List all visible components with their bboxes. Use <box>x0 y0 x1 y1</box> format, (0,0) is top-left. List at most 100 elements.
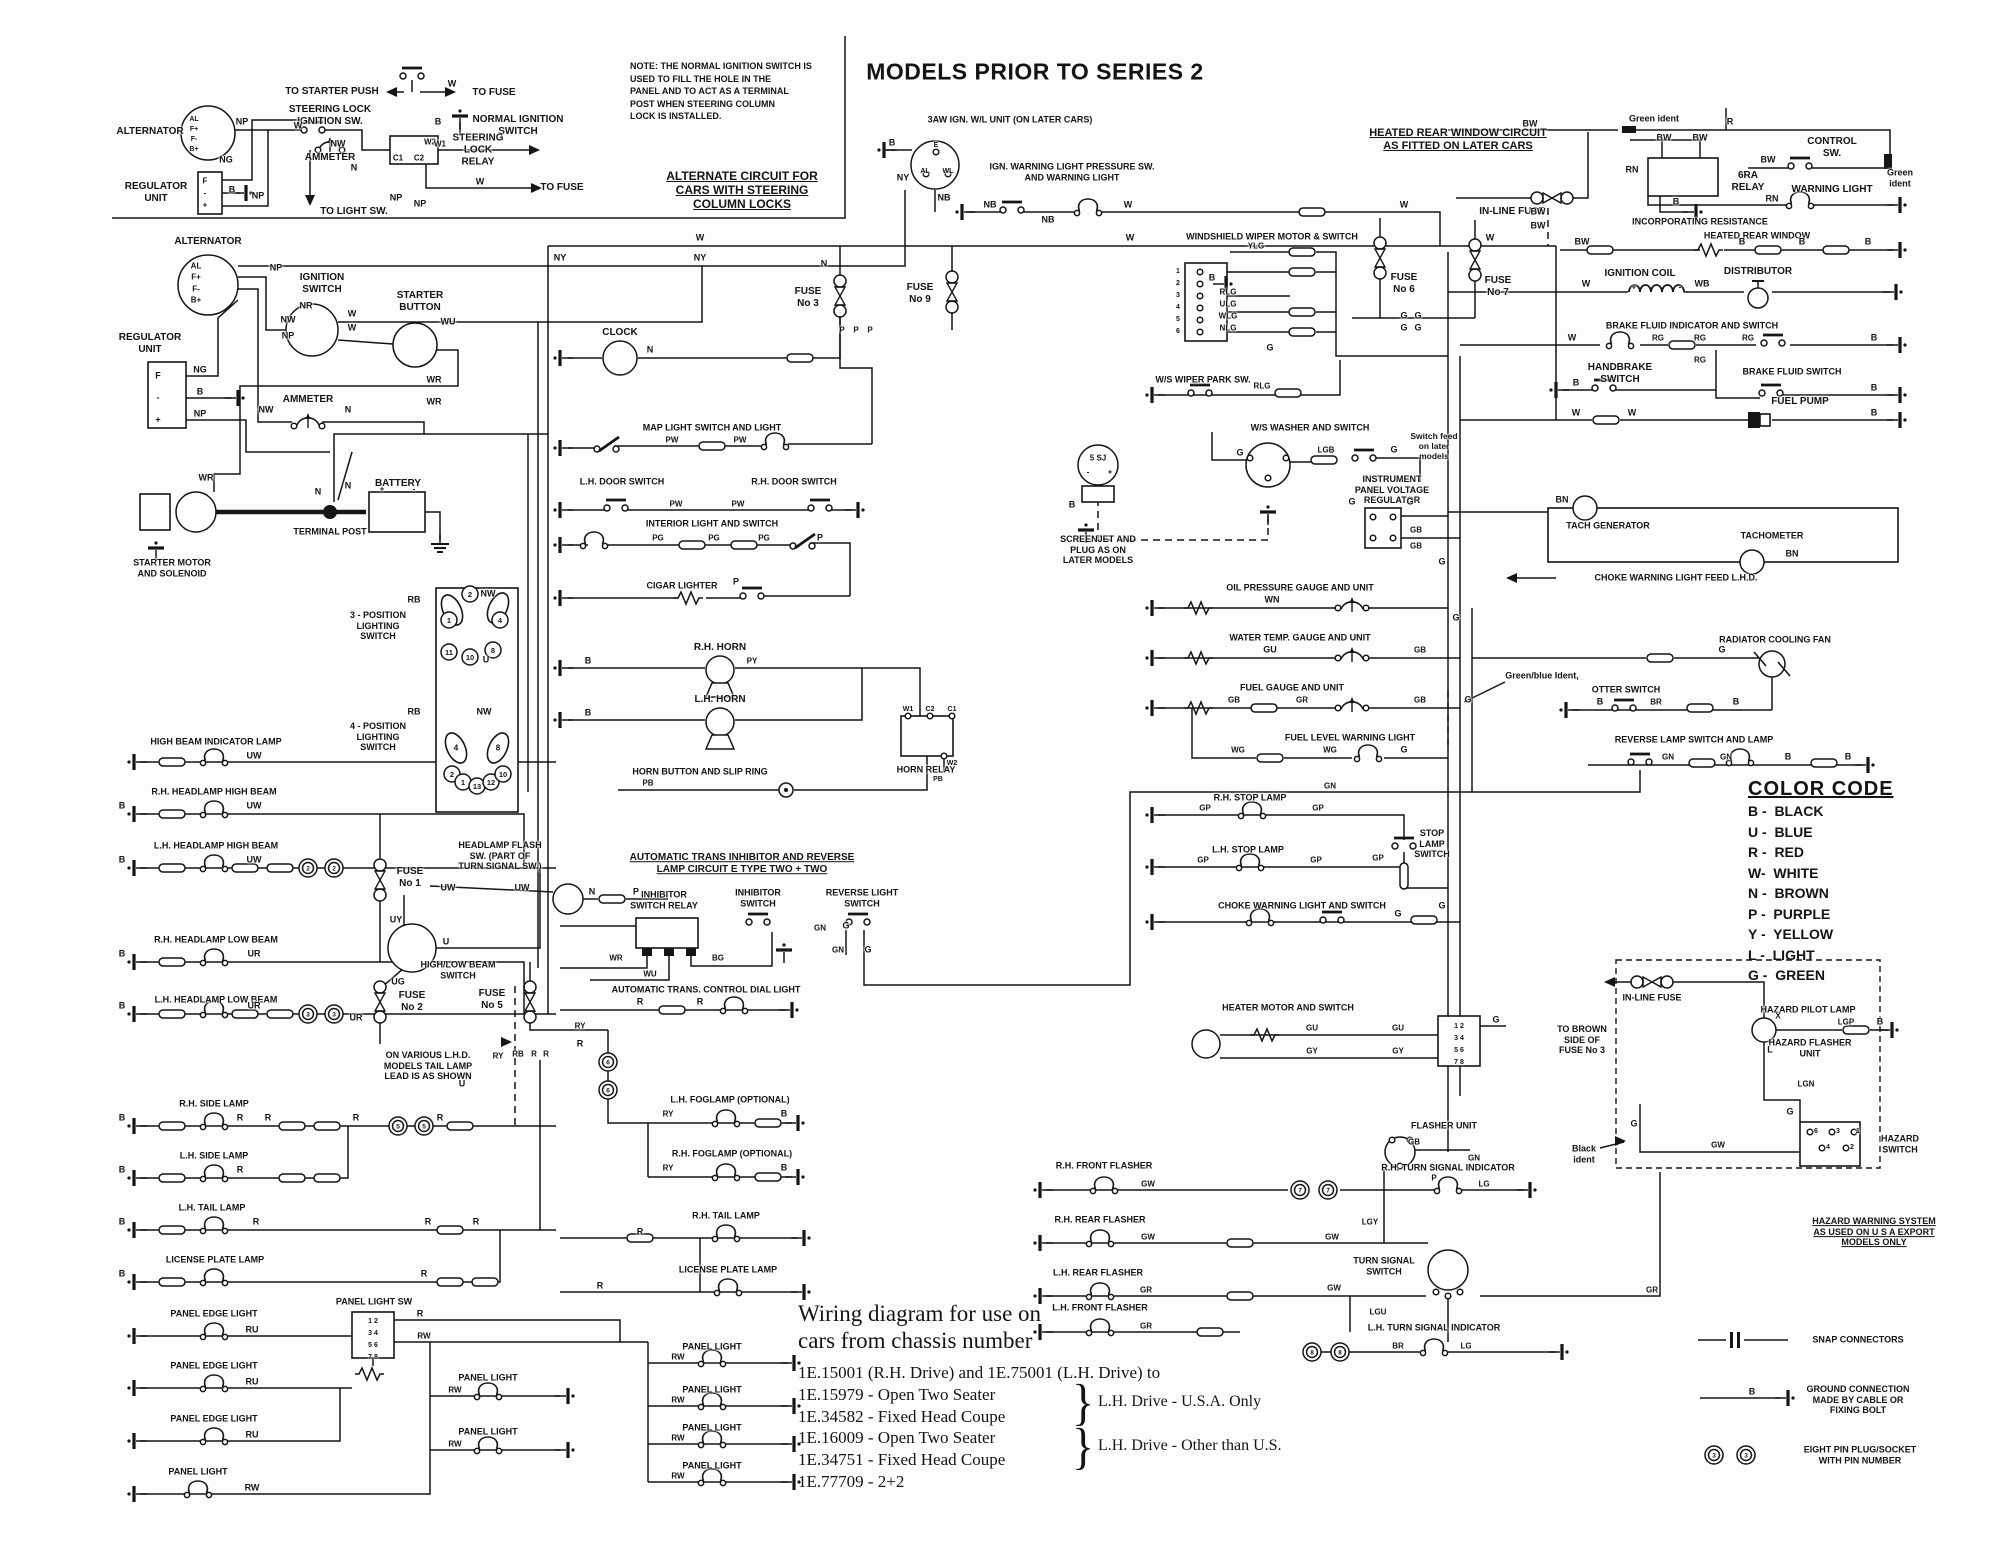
rh-foglamp: R.H. FOGLAMP (OPTIONAL) <box>671 1148 793 1159</box>
sw-symbol <box>999 200 1025 214</box>
gnd-symbol <box>127 954 147 970</box>
gnd-symbol <box>1887 412 1907 428</box>
gnd-symbol <box>1517 1182 1537 1198</box>
fuse-symbol <box>523 980 537 1024</box>
wire-code-label: UW <box>440 882 456 893</box>
hazard-pilot-lamp: HAZARD PILOT LAMP <box>1760 1004 1856 1015</box>
wire-code-label: W <box>1485 232 1495 243</box>
pdot-symbol <box>1362 604 1370 612</box>
wire-code-label: BN <box>1555 494 1569 505</box>
footer-text-block: Wiring diagram for use on cars from chas… <box>798 1300 1160 1493</box>
color-code-entry: W- WHITE <box>1748 864 1819 881</box>
starter-button: STARTER BUTTON <box>396 290 444 313</box>
box-symbol <box>197 171 223 215</box>
wire-code-label: F- <box>192 284 200 294</box>
wire-code-label: UW <box>246 800 262 811</box>
sw-symbol <box>1319 910 1345 924</box>
wire-code-label: + <box>202 200 208 210</box>
sw-symbol <box>1391 836 1417 850</box>
to-brown-note: TO BROWN SIDE OF FUSE No 3 <box>1557 1024 1607 1056</box>
pdot-symbol <box>338 146 346 154</box>
wire-code-label: G <box>1630 1118 1638 1129</box>
gnd-symbol <box>127 1486 147 1502</box>
pdot-symbol <box>1264 474 1272 482</box>
pill-symbol <box>158 1121 186 1131</box>
wire-code-label: WU <box>643 969 657 979</box>
wire-code-label: B <box>118 948 126 959</box>
fuse-no-3: FUSE No 3 <box>794 286 822 309</box>
circ-symbol: 10 <box>494 765 512 783</box>
windshield-wiper-motor: WINDSHIELD WIPER MOTOR & SWITCH <box>1186 231 1358 242</box>
regulator-unit-alt: REGULATOR UNIT <box>124 181 188 204</box>
fbox-symbol <box>1748 412 1760 428</box>
wire-code-label: B+ <box>190 295 202 305</box>
pdot-symbol <box>926 712 934 720</box>
gnd-symbol <box>127 806 147 822</box>
wire-code-label: W <box>293 120 303 131</box>
pdot-symbol <box>940 752 948 760</box>
gnd-symbol <box>1033 1235 1053 1251</box>
ground-connection-note: GROUND CONNECTION MADE BY CABLE OR FIXIN… <box>1806 1384 1910 1416</box>
wire-code-label: GW <box>1711 1140 1725 1150</box>
box-symbol <box>635 917 699 949</box>
arr-symbol <box>501 1037 512 1047</box>
box-symbol <box>1081 485 1115 503</box>
wire-code-label: RY <box>492 1051 504 1061</box>
wire-code-label: W <box>1571 407 1581 418</box>
wire-code-label: W <box>347 308 357 319</box>
wire-code-label: GU <box>1263 644 1277 655</box>
wire-code-label: - <box>412 484 416 494</box>
starter-motor: STARTER MOTOR AND SOLENOID <box>133 557 211 578</box>
wire-code-label: B <box>1572 377 1580 388</box>
bigc-symbol <box>392 322 438 368</box>
wire-code-label: B <box>1748 1386 1756 1397</box>
gnd-symbol <box>555 1388 575 1404</box>
wire-code-label: R <box>543 1049 549 1059</box>
wire-code-label: R <box>636 1226 644 1237</box>
rh-turn-indicator: R.H. TURN SIGNAL INDICATOR <box>1381 1162 1515 1173</box>
auto-trans-heading: AUTOMATIC TRANS INHIBITOR AND REVERSE LA… <box>629 852 855 875</box>
wire-code-label: RG <box>1652 333 1664 343</box>
wire-code-label: 7 8 <box>1454 1058 1464 1066</box>
screenjet-note: SCREENJET AND PLUG AS ON LATER MODELS <box>1060 534 1136 566</box>
bigc-symbol <box>1427 1249 1469 1291</box>
wire-code-label: F <box>202 176 208 186</box>
wire-code-label: UR <box>349 1012 363 1023</box>
wire-code-label: ULG <box>1219 299 1237 309</box>
circ-symbol: 4 <box>491 611 509 629</box>
lamp-symbol <box>1245 908 1275 927</box>
wire-code-label: NP <box>269 262 283 273</box>
green-ident-a: Green ident <box>1628 113 1680 124</box>
ignition-switch-note: NOTE: THE NORMAL IGNITION SWITCH IS USED… <box>630 61 812 121</box>
lamp-symbol <box>1085 1282 1115 1301</box>
wire-code-label: GP <box>1310 855 1322 865</box>
wire-code-label: RN <box>1625 164 1639 175</box>
gnd-symbol <box>785 1169 805 1185</box>
alternate-circuit-heading: ALTERNATE CIRCUIT FOR CARS WITH STEERING… <box>666 169 818 211</box>
wire-code-label: GW <box>1327 1283 1341 1293</box>
lamp-symbol <box>1353 744 1383 763</box>
wire-code-label: NY <box>693 252 707 263</box>
swd-symbol <box>593 435 620 453</box>
sw-symbol <box>1351 448 1377 462</box>
wire-code-label: G <box>1492 1014 1500 1025</box>
wire-code-label: NW <box>476 706 492 717</box>
pill-symbol <box>1310 455 1338 465</box>
to-fuse-b: TO FUSE <box>540 182 584 194</box>
rh-front-flasher: R.H. FRONT FLASHER <box>1055 1160 1153 1171</box>
pill-symbol <box>678 540 706 550</box>
wire-code-label: 5 SJ <box>1089 453 1107 463</box>
distributor: DISTRIBUTOR <box>1723 266 1793 278</box>
dcirc-symbol: 7 <box>1318 1180 1338 1200</box>
wire-code-label: B <box>1864 236 1872 247</box>
wire-code-label: B <box>118 1112 126 1123</box>
wire-code-label: AL <box>189 115 199 123</box>
wire-code-label: PG <box>652 533 664 543</box>
gnd-symbol <box>1145 650 1165 666</box>
wire-code-label: B <box>1798 236 1806 247</box>
wire-code-label: N <box>646 344 654 355</box>
radiator-cooling-fan: RADIATOR COOLING FAN <box>1719 634 1831 645</box>
wire-code-label: B <box>1672 196 1680 207</box>
chassis-line: 1E.16009 - Open Two Seater <box>798 1428 996 1448</box>
gnd-symbol <box>553 590 573 606</box>
